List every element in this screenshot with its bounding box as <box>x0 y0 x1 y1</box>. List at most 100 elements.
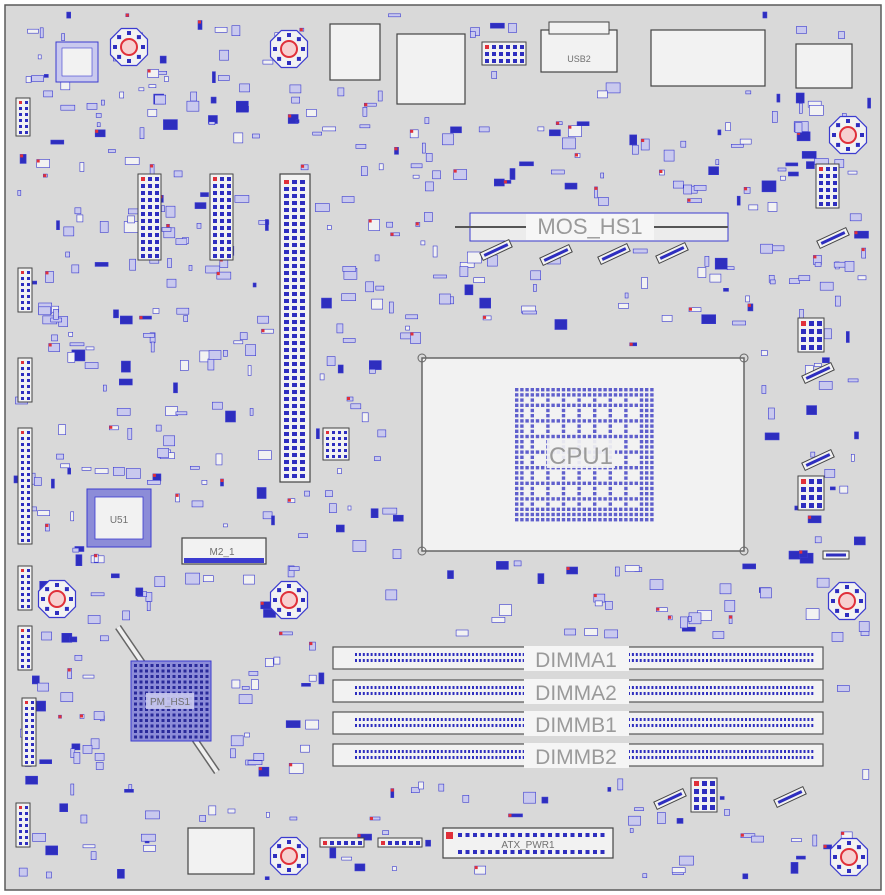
smd-part <box>831 632 844 642</box>
dimm-pin <box>670 718 673 721</box>
header-pin <box>332 437 335 440</box>
smd-part <box>342 266 357 272</box>
pin1-marker <box>566 567 570 570</box>
smd-part <box>796 855 806 860</box>
pin1-marker <box>668 615 672 619</box>
pin1-marker <box>823 844 827 848</box>
header-pin <box>141 254 145 258</box>
pin1-marker <box>453 169 457 173</box>
dimm-pin <box>795 750 798 753</box>
smd-part <box>798 103 803 114</box>
smd-part <box>704 255 710 267</box>
header-pin <box>227 233 231 237</box>
module-contacts <box>601 247 627 261</box>
dimm-pin <box>764 724 767 727</box>
header-pin <box>833 188 837 192</box>
connector-pin <box>300 299 305 303</box>
dimm-pin <box>413 686 416 689</box>
dimm-pin <box>737 692 740 695</box>
header-pin <box>809 345 814 350</box>
dimm-pin <box>514 692 517 695</box>
dimm-pin <box>663 750 666 753</box>
dimm-pin <box>417 659 420 662</box>
mounting-via <box>301 598 305 602</box>
mounting-via <box>296 588 301 593</box>
cpu-pin <box>530 445 534 449</box>
connector-pin <box>292 383 297 387</box>
cpu-pin <box>515 393 519 397</box>
header-pin <box>220 212 224 216</box>
dimm-pin <box>370 750 373 753</box>
connector-pin <box>292 432 297 436</box>
header-pin <box>27 533 30 536</box>
dimm-pin <box>674 653 677 656</box>
header-pin <box>19 125 22 128</box>
dimm-pin <box>694 756 697 759</box>
dimm-pin <box>803 750 806 753</box>
header-pin <box>141 191 145 195</box>
dimm-pin <box>491 686 494 689</box>
connector-pin <box>300 383 305 387</box>
dimm-pin <box>791 692 794 695</box>
dimm-pin <box>507 692 510 695</box>
dimm-pin <box>682 718 685 721</box>
dimm-pin <box>655 653 658 656</box>
cpu-pin <box>525 481 529 485</box>
smd-part <box>375 285 385 291</box>
connector-pin <box>284 250 289 254</box>
cpu-pin <box>530 403 534 407</box>
cpu-pin <box>634 450 638 454</box>
header-pin <box>31 713 34 716</box>
dimm-pin <box>456 756 459 759</box>
dimm-pin <box>409 756 412 759</box>
cpu-pin <box>515 492 519 496</box>
cpu-pin <box>639 450 644 454</box>
dimm-pin <box>440 653 443 656</box>
smd-part <box>388 13 401 18</box>
smd-part <box>447 570 454 579</box>
cpu-pin <box>639 440 644 444</box>
cpu-pin <box>650 518 654 522</box>
dimm-pin <box>764 756 767 759</box>
dimm-pin <box>440 692 443 695</box>
cpu-pin <box>593 393 597 397</box>
dimm-pin <box>678 718 681 721</box>
mounting-hole <box>280 847 298 865</box>
chipset-pin <box>167 708 170 711</box>
dimm-pin <box>745 653 747 656</box>
cpu-pin <box>577 497 581 501</box>
dimm-pin <box>491 750 494 753</box>
smd-part <box>116 407 131 416</box>
dimm-pin <box>639 718 642 721</box>
header-pin <box>499 45 503 49</box>
cpu-pin <box>561 486 566 491</box>
dimm-pin <box>768 653 771 656</box>
dimm-pin <box>421 718 424 721</box>
cpu-pin <box>613 518 618 522</box>
dimm-pin <box>752 686 755 689</box>
dimm-pin <box>370 659 373 662</box>
dimm-pin <box>760 750 763 753</box>
header-pin <box>25 806 28 809</box>
chipset-pin <box>134 691 137 695</box>
dimm-pin <box>772 718 775 721</box>
cpu-pin <box>535 388 540 392</box>
chipset-pin <box>134 669 137 673</box>
cpu-pin <box>619 481 623 485</box>
header-pin <box>21 455 24 458</box>
cpu-pin <box>561 393 566 397</box>
dimm-pin <box>507 653 510 656</box>
chipset-pin <box>194 680 198 684</box>
smd-part <box>257 450 272 460</box>
smd-part <box>764 432 780 441</box>
pin1-marker <box>656 607 660 611</box>
smd-part <box>143 844 156 852</box>
dimm-pin <box>390 756 393 759</box>
smd-part <box>314 203 330 212</box>
pin1-marker <box>799 550 803 554</box>
connector-pin <box>300 229 305 233</box>
cpu-pin <box>515 502 519 506</box>
dimm-pin <box>741 718 744 721</box>
cpu-pin <box>629 518 633 522</box>
dimm-pin <box>382 653 385 656</box>
